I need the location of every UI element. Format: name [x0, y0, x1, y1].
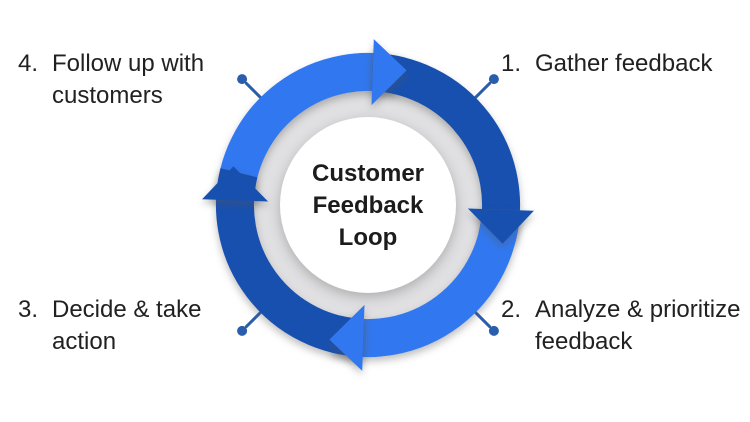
step-label-1: 1. Gather feedback [501, 48, 712, 80]
center-disc [280, 117, 456, 293]
dot-icon [488, 74, 499, 85]
arc-segment-left-dark [216, 168, 365, 357]
step-number: 3. [18, 296, 39, 323]
step-text: Analyze & prioritize feedback [535, 294, 740, 358]
connector-top-left [237, 74, 265, 102]
arc-segment-bottom-light [331, 208, 520, 357]
step-text-line: customers [52, 82, 163, 109]
arc-segment-right-dark [371, 53, 520, 242]
arc-segment-top-light [216, 53, 405, 202]
step-text-line: Analyze & prioritize [535, 296, 741, 323]
step-text-line: feedback [535, 328, 633, 355]
step-text-line: Follow up with [52, 50, 205, 77]
inner-gray-ring [253, 90, 483, 320]
connector-top-right [471, 74, 499, 102]
step-label-3: 3. Decide & take action [18, 294, 201, 358]
step-text: Follow up with customers [52, 48, 204, 112]
step-number: 2. [501, 296, 522, 323]
connector-bottom-left [237, 308, 265, 336]
connector-bottom-right [471, 308, 499, 336]
arrow-down-icon [467, 208, 534, 244]
step-text: Decide & take action [52, 294, 201, 358]
arrow-right-icon [371, 39, 407, 106]
step-label-2: 2. Analyze & prioritize feedback [501, 294, 740, 358]
center-title-line: Customer [311, 160, 425, 187]
step-text-line: Decide & take [52, 296, 202, 323]
step-text: Gather feedback [535, 48, 712, 80]
dot-icon [237, 74, 248, 85]
step-text-line: Gather feedback [535, 50, 713, 77]
dot-icon [237, 325, 248, 336]
arrow-up-icon [202, 166, 269, 202]
step-label-4: 4. Follow up with customers [18, 48, 204, 112]
step-number: 1. [501, 50, 522, 77]
dot-icon [488, 325, 499, 336]
step-number: 4. [18, 50, 39, 77]
center-title-line: Feedback [312, 192, 424, 219]
center-title-line: Loop [338, 224, 398, 251]
center-title: Customer Feedback Loop [258, 158, 478, 254]
arrow-left-icon [329, 304, 365, 371]
step-text-line: action [52, 328, 117, 355]
